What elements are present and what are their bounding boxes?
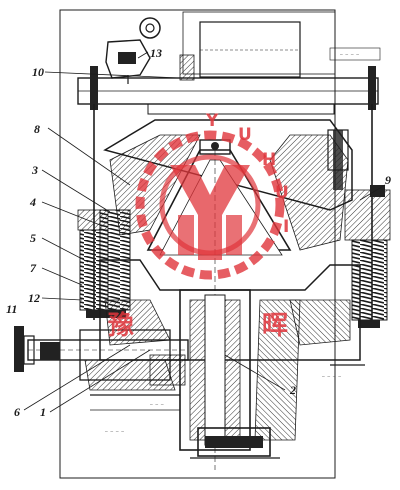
watermark-logo bbox=[135, 130, 285, 280]
watermark-letter-1: Y bbox=[205, 111, 219, 131]
countershaft-assembly bbox=[14, 326, 189, 391]
svg-text:— — — —: — — — — bbox=[340, 53, 359, 58]
label-part-8: 8 bbox=[34, 122, 40, 136]
label-part-12: 12 bbox=[28, 291, 40, 305]
label-part-5: 5 bbox=[30, 231, 36, 245]
watermark-letter-4: U bbox=[275, 183, 289, 203]
base-plate: — — — — — — — — — — — bbox=[90, 364, 365, 435]
frame-outline: — — — — bbox=[59, 9, 381, 479]
label-part-11: 11 bbox=[6, 302, 17, 316]
label-part-3: 3 bbox=[31, 163, 38, 177]
label-part-6: 6 bbox=[14, 405, 20, 419]
label-part-4: 4 bbox=[29, 195, 36, 209]
svg-text:— — — —: — — — — bbox=[322, 375, 341, 380]
top-pulley-assembly bbox=[105, 17, 195, 84]
watermark-letter-3: H bbox=[262, 150, 276, 170]
watermark-letter-5: I bbox=[283, 217, 289, 237]
label-part-13: 13 bbox=[150, 46, 162, 60]
label-part-2: 2 bbox=[289, 383, 296, 397]
eccentric-bushing bbox=[190, 299, 301, 459]
label-part-9: 9 bbox=[385, 173, 391, 187]
svg-text:— — —: — — — bbox=[150, 403, 164, 408]
watermark-cjk-left: 豫 bbox=[108, 311, 134, 341]
watermark-cjk-right: 晖 bbox=[262, 311, 288, 341]
main-frame-lower bbox=[99, 259, 361, 451]
watermark-letter-2: U bbox=[238, 125, 252, 145]
leader-lines bbox=[23, 51, 386, 413]
label-part-1: 1 bbox=[40, 405, 46, 419]
bowl-and-adjusting-ring bbox=[103, 119, 353, 251]
svg-text:— — — —: — — — — bbox=[105, 430, 124, 435]
label-part-10: 10 bbox=[32, 65, 44, 79]
label-part-7: 7 bbox=[30, 261, 37, 275]
right-spring-assembly bbox=[344, 185, 391, 328]
